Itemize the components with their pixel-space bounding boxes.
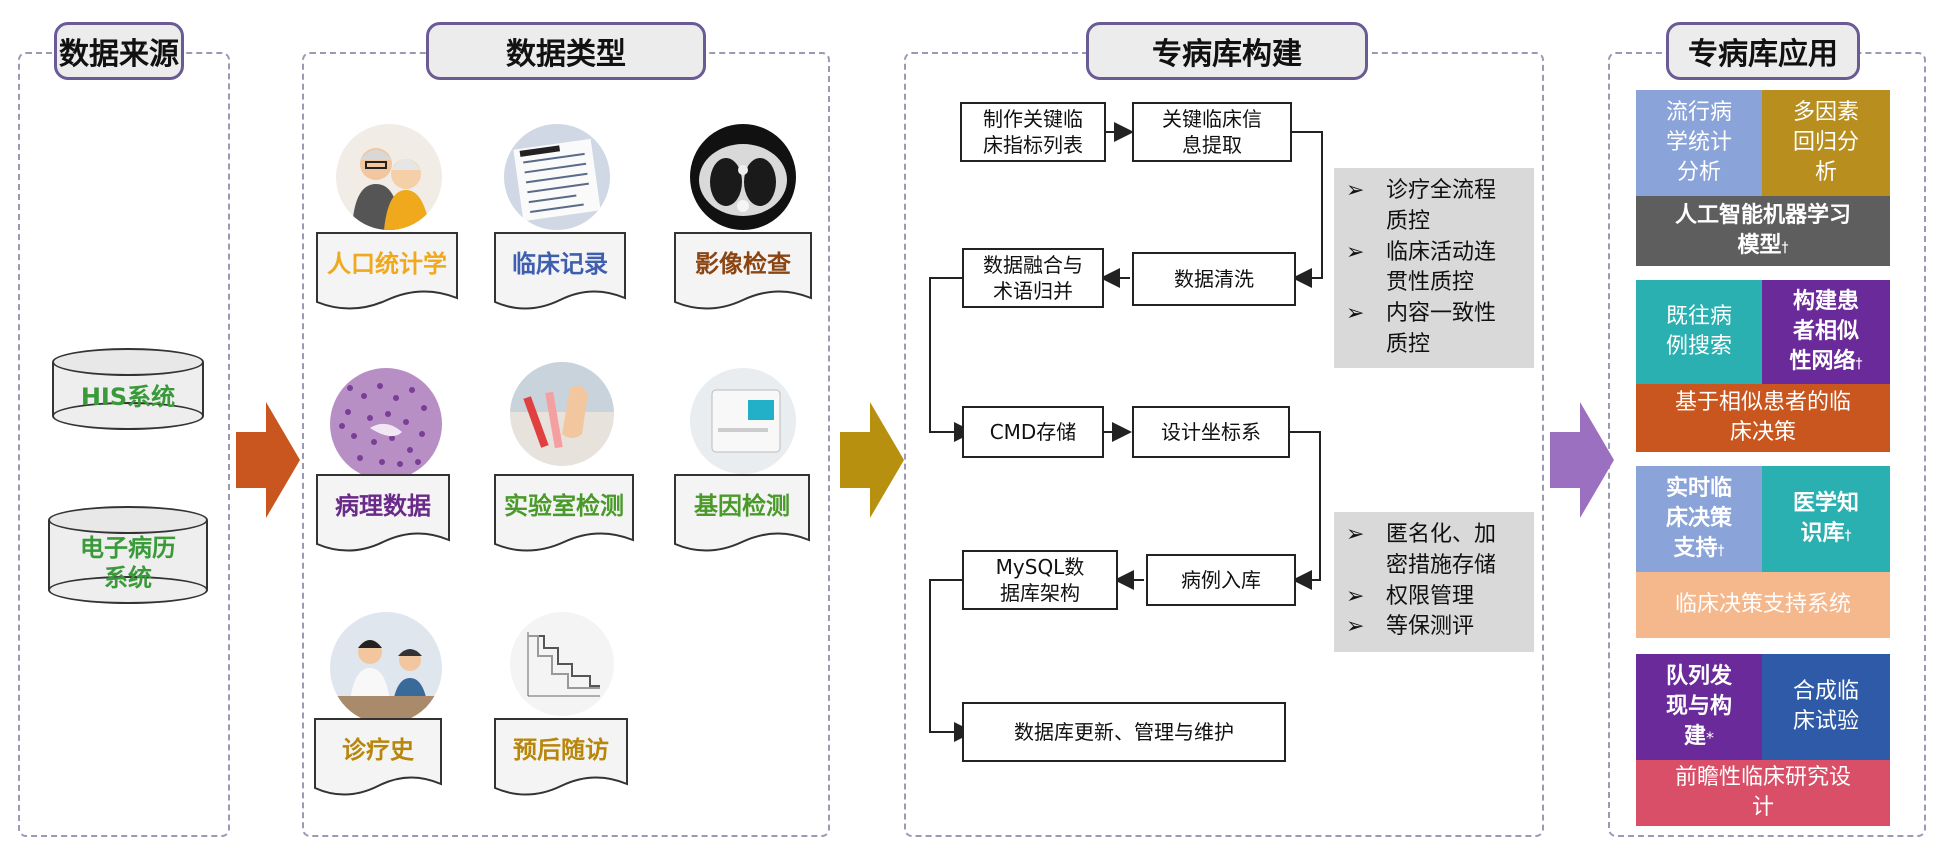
survival-curve-icon [510,612,614,716]
arrow-right-icon-2 [840,402,904,518]
pathology-label: 病理数据 [335,492,431,521]
flow-box-data-cleaning: 数据清洗 [1132,252,1296,306]
app-cds-system: 临床决策支持系统 [1636,572,1890,638]
lab-test-photo-icon [510,362,614,466]
imaging-ct-icon [690,124,796,230]
doc-label-lab: 实验室检测 [494,474,634,556]
dagger-mark-3: † [1717,542,1725,559]
flow-box-mysql: MySQL数据库架构 [962,550,1118,610]
security-notes: ➢匿名化、加密措施存储 ➢权限管理 ➢等保测评 [1334,512,1534,652]
header-build: 专病库构建 [1086,22,1368,80]
asterisk-mark: * [1706,727,1714,747]
pathology-slide-icon [330,368,442,480]
app-epidemiology: 流行病学统计分析 [1636,90,1762,196]
emr-label: 电子病历系统 [80,534,176,592]
demographics-label: 人口统计学 [327,250,447,279]
gene-sequencer-icon [690,368,796,474]
dagger-mark-4: † [1844,528,1852,544]
imaging-label: 影像检查 [695,250,791,279]
dagger-mark-2: † [1855,355,1863,372]
arrow-right-icon [236,402,300,518]
header-apply: 专病库应用 [1666,22,1860,80]
doc-label-gene: 基因检测 [674,474,810,556]
doc-label-clinical-record: 临床记录 [494,232,626,314]
panel-data-source [18,52,230,837]
app-cohort-discovery: 队列发现与构建* [1636,654,1762,760]
his-label: HIS系统 [80,383,176,411]
header-data-source: 数据来源 [54,22,184,80]
treatment-history-label: 诊疗史 [342,736,414,765]
flow-box-maintenance: 数据库更新、管理与维护 [962,702,1286,762]
app-ai-model: 人工智能机器学习模型† [1636,196,1890,266]
lab-label: 实验室检测 [504,492,624,521]
qc-notes: ➢诊疗全流程质控 ➢临床活动连贯性质控 ➢内容一致性质控 [1334,168,1534,368]
doc-label-pathology: 病理数据 [316,474,450,556]
flow-box-cmd-storage: CMD存储 [962,406,1104,458]
doc-label-imaging: 影像检查 [674,232,812,314]
doc-label-treatment-history: 诊疗史 [314,718,442,800]
app-knowledge-base: 医学知识库† [1762,466,1890,572]
app-prospective-design: 前瞻性临床研究设计 [1636,760,1890,826]
flow-box-coordinate-system: 设计坐标系 [1132,406,1290,458]
arrow-right-icon-3 [1550,402,1614,518]
doc-label-demographics: 人口统计学 [316,232,458,314]
flow-box-case-entry: 病例入库 [1146,554,1296,606]
app-synthetic-trial: 合成临床试验 [1762,654,1890,760]
treatment-history-photo-icon [330,612,442,724]
follow-up-label: 预后随访 [513,736,609,765]
flow-box-indicator-list: 制作关键临床指标列表 [960,102,1106,162]
dagger-mark: † [1781,240,1789,256]
header-data-type: 数据类型 [426,22,706,80]
app-regression: 多因素回归分析 [1762,90,1890,196]
app-similar-patient-decision: 基于相似患者的临床决策 [1636,384,1890,452]
database-his: HIS系统 [52,348,204,430]
demographics-photo-icon [336,124,442,230]
database-emr: 电子病历系统 [48,506,208,604]
gene-label: 基因检测 [694,492,790,521]
clinical-record-label: 临床记录 [512,250,608,279]
clinical-record-photo-icon [504,124,610,230]
doc-label-follow-up: 预后随访 [494,718,628,800]
flow-box-data-fusion: 数据融合与术语归并 [962,248,1104,308]
flow-box-info-extract: 关键临床信息提取 [1132,102,1292,162]
flow-connectors [929,122,1323,742]
app-realtime-cds: 实时临床决策支持† [1636,466,1762,572]
app-similarity-network: 构建患者相似性网络† [1762,280,1890,384]
app-case-search: 既往病例搜索 [1636,280,1762,384]
